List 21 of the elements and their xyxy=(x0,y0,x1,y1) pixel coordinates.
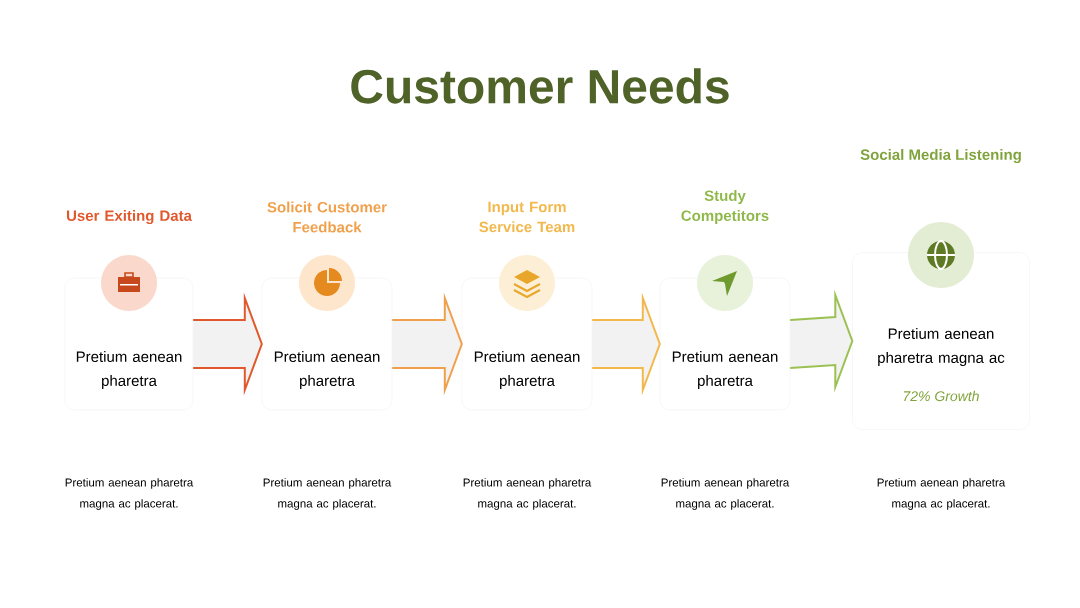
step-description: Pretium aenean pharetra magna ac placerat. xyxy=(263,478,392,510)
block-arrow xyxy=(591,292,661,396)
step-heading: User Exiting Data xyxy=(66,209,192,225)
card-text: Pretium aenean pharetra xyxy=(274,351,380,389)
step-heading: Input Form Service Team xyxy=(479,201,575,233)
growth-text: 72% Growth xyxy=(903,390,979,402)
step-description: Pretium aenean pharetra magna ac placerat. xyxy=(661,478,790,510)
step-heading: Study Competitors xyxy=(681,190,769,224)
step-description: Pretium aenean pharetra magna ac placerat. xyxy=(65,478,194,510)
card-text: Pretium aenean pharetra xyxy=(672,351,778,389)
step-description: Pretium aenean pharetra magna ac placerat. xyxy=(877,478,1006,510)
block-arrow xyxy=(391,292,463,396)
card-text: Pretium aenean pharetra magna ac xyxy=(878,328,1005,366)
step-description: Pretium aenean pharetra magna ac placerat. xyxy=(463,478,592,510)
title: Customer Needs xyxy=(351,68,729,104)
step-heading: Solicit Customer Feedback xyxy=(267,201,387,233)
block-arrow xyxy=(789,289,854,393)
block-arrow xyxy=(192,292,263,396)
card-text: Pretium aenean pharetra xyxy=(474,351,580,389)
step-heading: Social Media Listening xyxy=(860,149,1021,164)
card-text: Pretium aenean pharetra xyxy=(76,351,182,389)
